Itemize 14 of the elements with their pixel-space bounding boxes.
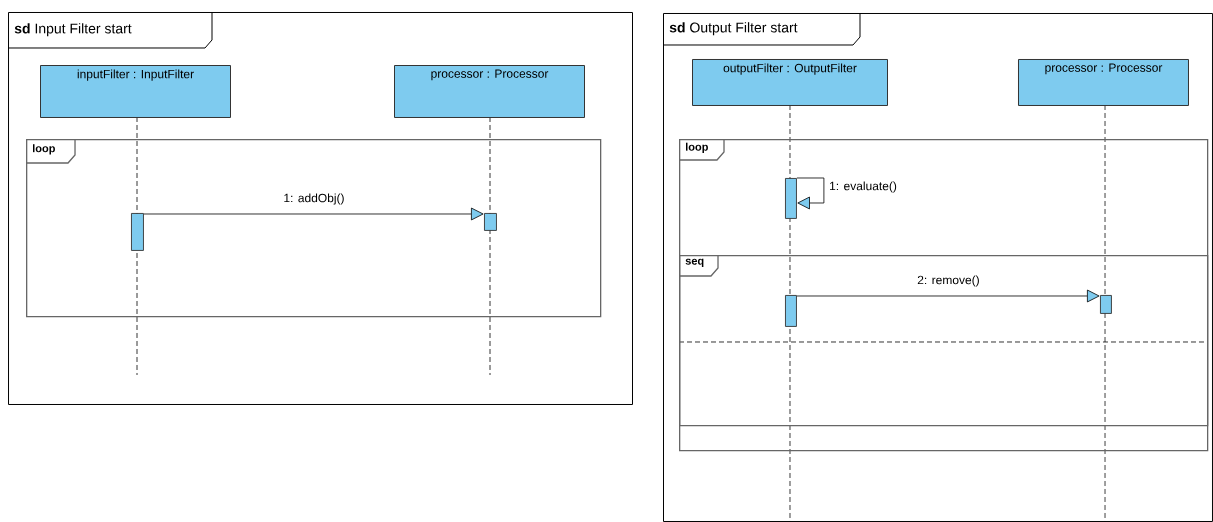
edge-label: 2: remove()	[916, 274, 981, 288]
message-arrow	[796, 289, 1100, 303]
edge-label: 1: evaluate()	[828, 180, 898, 194]
message-arrow	[796, 177, 825, 210]
activation-bar	[1100, 295, 1112, 314]
lifeline-head: processor : Processor	[1018, 59, 1189, 106]
lifeline-head: outputFilter : OutputFilter	[692, 59, 888, 106]
activation-bar	[484, 213, 497, 231]
activation-bar	[785, 295, 797, 327]
activation-bar	[131, 213, 144, 251]
lifeline-head: inputFilter : InputFilter	[40, 65, 231, 118]
message-arrow	[143, 207, 484, 221]
edge-label: 1: addObj()	[282, 192, 346, 206]
lifeline-head: processor : Processor	[394, 65, 585, 118]
